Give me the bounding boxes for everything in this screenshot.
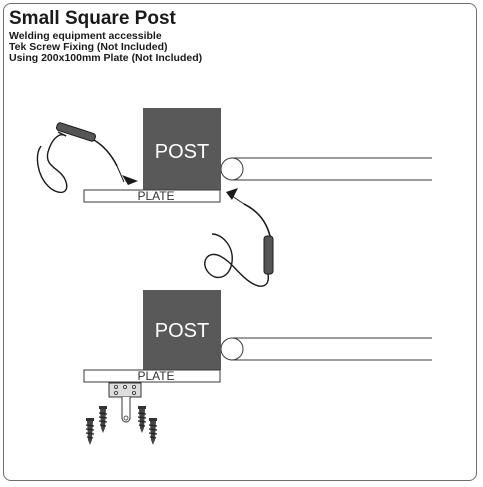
welding-torch-left-icon — [36, 122, 138, 193]
tek-screw-icon — [85, 418, 95, 445]
post-top — [143, 108, 221, 190]
note-welding: Welding equipment accessible — [9, 30, 162, 42]
plate-top-label: PLATE — [137, 189, 174, 203]
rail-top — [220, 157, 432, 181]
mounting-bracket-icon — [108, 382, 142, 423]
diagram-frame — [3, 3, 477, 481]
plate-bottom-label: PLATE — [137, 369, 174, 383]
plate-bottom — [83, 369, 221, 383]
post-top-label: POST — [155, 141, 209, 163]
rail-bottom — [220, 337, 432, 361]
welding-torch-right-icon — [204, 188, 274, 287]
post-bottom-label: POST — [155, 320, 209, 342]
tek-screw-icon — [148, 418, 158, 445]
tek-screw-icon — [137, 406, 147, 433]
tek-screw-icon — [98, 406, 108, 433]
plate-top — [83, 189, 221, 203]
note-plate-size: Using 200x100mm Plate (Not Included) — [9, 52, 203, 64]
post-bottom — [143, 290, 221, 370]
note-tek-screw: Tek Screw Fixing (Not Included) — [9, 41, 168, 53]
diagram-title: Small Square Post — [9, 8, 176, 29]
